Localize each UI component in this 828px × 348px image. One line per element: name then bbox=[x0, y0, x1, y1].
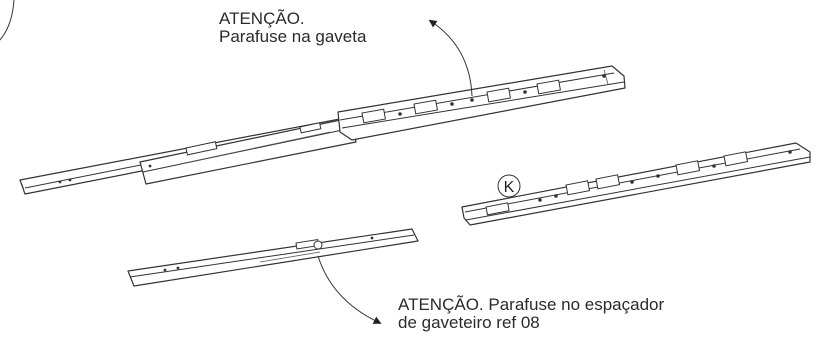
middle-rail bbox=[139, 117, 357, 185]
arrow-to-bottom-annotation bbox=[317, 255, 382, 324]
assembled-slide bbox=[19, 65, 626, 195]
part-marker-k: K bbox=[497, 174, 521, 198]
inner-rail-separate bbox=[127, 228, 419, 287]
bottom-annotation-line2: de gaveteiro ref 08 bbox=[398, 313, 540, 332]
arrow-to-top-annotation bbox=[428, 19, 473, 97]
top-annotation-line1: ATENÇÃO. bbox=[219, 9, 305, 28]
top-annotation: ATENÇÃO. Parafuse na gaveta bbox=[219, 10, 366, 46]
part-marker-label: K bbox=[504, 179, 515, 196]
circle-fragment bbox=[0, 0, 15, 41]
top-annotation-line2: Parafuse na gaveta bbox=[219, 27, 367, 46]
outer-rail-separate bbox=[461, 142, 811, 226]
bottom-annotation: ATENÇÃO. Parafuse no espaçador de gavete… bbox=[398, 296, 664, 332]
outer-rail bbox=[337, 65, 626, 141]
bottom-annotation-line1: ATENÇÃO. Parafuse no espaçador bbox=[398, 295, 665, 314]
